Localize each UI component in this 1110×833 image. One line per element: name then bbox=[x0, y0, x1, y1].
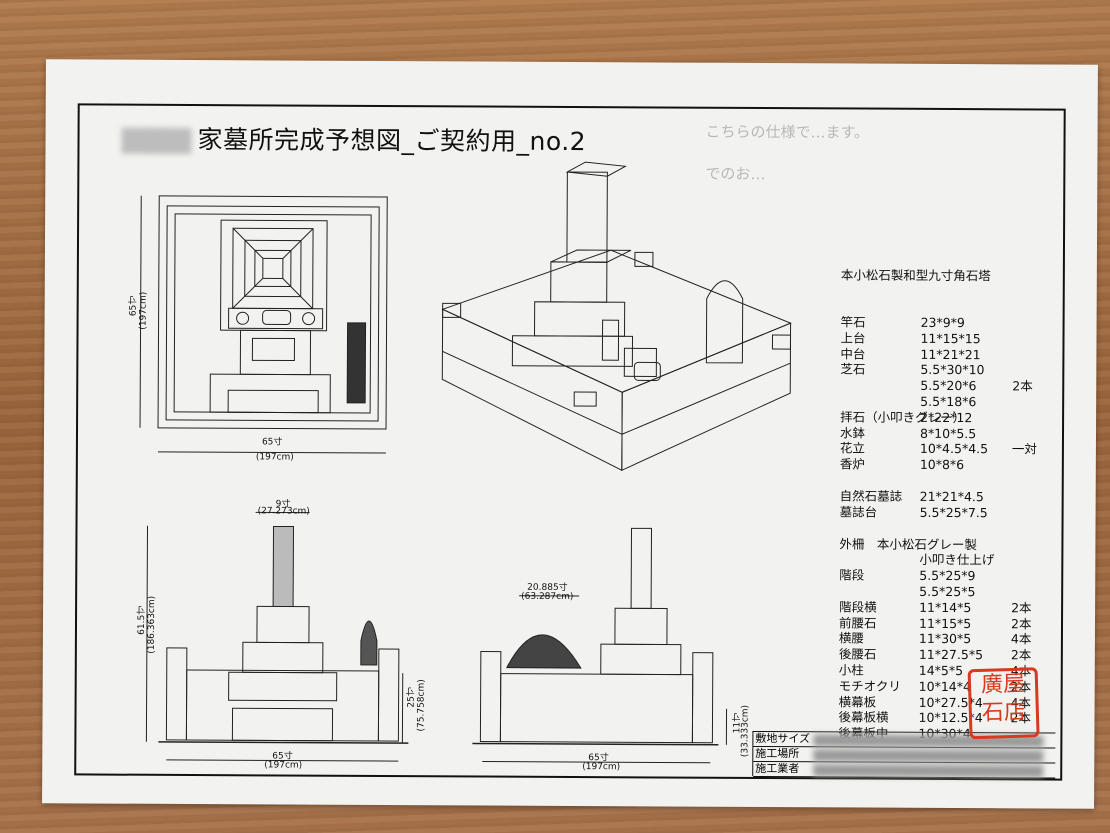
spec-dimensions: 10*8*6 bbox=[919, 456, 965, 473]
plan-width-dim: 65寸 bbox=[261, 437, 283, 448]
side-stone-cm: (63.287cm) bbox=[521, 591, 574, 603]
spec-name: 芝石 bbox=[840, 361, 866, 377]
spec-dimensions: 11*30*5 bbox=[918, 631, 972, 647]
spec-dimensions: 5.5*25*7.5 bbox=[919, 504, 988, 520]
spec-row: 上台 11*15*15 bbox=[840, 330, 1037, 347]
spec-name: 後腰石 bbox=[838, 646, 877, 662]
spec-dimensions: 2*22*12 bbox=[920, 409, 973, 425]
spec-dimensions: 5.5*25*9 bbox=[919, 567, 976, 584]
spec-name: 竿石 bbox=[840, 314, 866, 330]
spec-dimensions: 11*21*21 bbox=[920, 346, 981, 362]
spec-name: 墓誌台 bbox=[839, 504, 878, 520]
drawing-sheet: 家墓所完成予想図_ご契約用_no.2 こちらの仕様で…ます。 でのお… bbox=[42, 59, 1098, 809]
spec-quantity: 一対 bbox=[1011, 441, 1037, 457]
spec-name: 中台 bbox=[840, 345, 866, 362]
location-label: 施工場所 bbox=[755, 746, 800, 761]
spec-row: 前腰石 11*15*5 2本 bbox=[839, 615, 1036, 632]
site-size-label: 敷地サイズ bbox=[755, 731, 811, 746]
spec-dimensions: 11*15*15 bbox=[920, 330, 981, 346]
spec-row: 自然石墓誌 21*21*4.5 bbox=[840, 488, 1037, 505]
fence-finish: 小叩き仕上げ bbox=[919, 552, 995, 568]
spec-name: 花立 bbox=[839, 440, 865, 456]
spec-name: 拝石（小叩きグレー） bbox=[840, 409, 966, 425]
spec-row: 拝石（小叩きグレー）2*22*12 bbox=[840, 409, 1037, 426]
fence-spec-header: 外柵 本小松石グレー製 bbox=[839, 535, 977, 552]
front-height-cm: (186.363cm) bbox=[146, 595, 158, 654]
spec-dimensions: 5.5*20*6 bbox=[920, 378, 977, 394]
spec-name: モチオクリ bbox=[838, 678, 901, 694]
spec-row: 中台 11*21*21 bbox=[840, 346, 1037, 363]
front-top-cm: (27.273cm) bbox=[257, 506, 310, 517]
spec-row: 階段 5.5*25*9 bbox=[839, 568, 1036, 585]
spec-name: 上台 bbox=[840, 330, 866, 346]
spec-row: 竿石 23*9*9 bbox=[841, 314, 1038, 331]
spec-name: 小柱 bbox=[838, 662, 864, 678]
spec-name bbox=[839, 583, 919, 599]
spec-dimensions: 21*21*4.5 bbox=[919, 488, 984, 505]
spec-quantity: 2本 bbox=[1010, 615, 1032, 631]
plan-height-cm: (197cm) bbox=[138, 291, 149, 330]
spec-row: 5.5*25*5 bbox=[839, 583, 1036, 600]
title-block-row: 施工場所 bbox=[753, 746, 1056, 764]
spec-row: 後腰石 11*27.5*5 2本 bbox=[839, 647, 1036, 664]
spec-header: 本小松石製和型九寸角石塔 bbox=[840, 267, 991, 283]
contractor-label: 施工業者 bbox=[755, 761, 800, 776]
side-width-cm: (197cm) bbox=[582, 762, 621, 773]
spec-name bbox=[840, 378, 920, 394]
spec-dimensions: 10*4.5*4.5 bbox=[919, 441, 989, 457]
spec-row: 階段横 11*14*5 2本 bbox=[839, 599, 1036, 616]
spec-dimensions: 23*9*9 bbox=[920, 314, 965, 331]
spec-dimensions: 11*15*5 bbox=[918, 615, 972, 631]
spec-row: 花立 10*4.5*4.5 一対 bbox=[840, 441, 1037, 458]
spec-row: 芝石 5.5*30*10 bbox=[840, 362, 1037, 379]
spec-row: 墓誌台 5.5*25*7.5 bbox=[840, 504, 1037, 521]
spec-dimensions: 5.5*18*6 bbox=[920, 393, 977, 410]
spec-row: 水鉢 8*10*5.5 bbox=[840, 425, 1037, 442]
spec-name: 後幕板横 bbox=[838, 709, 889, 725]
spec-dimensions: 5.5*30*10 bbox=[920, 362, 985, 378]
front-view bbox=[145, 511, 409, 762]
plan-width-cm: (197cm) bbox=[255, 452, 294, 463]
isometric-view bbox=[441, 161, 792, 472]
spec-quantity: 2本 bbox=[1012, 378, 1033, 394]
side-view bbox=[472, 527, 728, 764]
cad-drawings bbox=[139, 161, 792, 764]
specification-list: 本小松石製和型九寸角石塔 竿石 23*9*9 上台 11*15*15 中台 11*21*2… bbox=[838, 235, 1038, 742]
front-width-cm: (197cm) bbox=[264, 760, 303, 771]
spec-name: 香炉 bbox=[839, 456, 865, 472]
redacted-value bbox=[813, 749, 1044, 763]
title-block-row: 施工業者 bbox=[753, 761, 1056, 779]
spec-row: 香炉 10*8*6 bbox=[840, 457, 1037, 474]
spec-quantity: 2本 bbox=[1010, 647, 1032, 663]
plan-view bbox=[139, 195, 388, 454]
spec-name: 自然石墓誌 bbox=[839, 488, 903, 504]
spec-quantity: 2本 bbox=[1011, 600, 1032, 616]
spec-name: 水鉢 bbox=[839, 424, 866, 441]
spec-dimensions: 5.5*25*5 bbox=[919, 583, 976, 600]
spec-dimensions: 11*27.5*5 bbox=[918, 646, 984, 663]
spec-name: 横腰 bbox=[838, 630, 864, 646]
redacted-value bbox=[813, 764, 1044, 778]
spec-dimensions: 8*10*5.5 bbox=[919, 425, 977, 441]
spec-name: 前腰石 bbox=[838, 614, 877, 631]
side-height-cm: (33.333cm) bbox=[740, 704, 751, 758]
spec-row: 5.5*18*6 bbox=[840, 393, 1037, 410]
spec-row: 横腰 11*30*5 4本 bbox=[839, 631, 1036, 648]
spec-name: 階段横 bbox=[839, 599, 877, 615]
spec-name: 横幕板 bbox=[838, 693, 877, 710]
company-seal: 廣屋 石店 bbox=[967, 667, 1040, 740]
spec-name bbox=[840, 393, 920, 409]
front-fence-height-cm: (75.758cm) bbox=[416, 679, 427, 732]
spec-dimensions: 11*14*5 bbox=[919, 599, 972, 615]
spec-row: 5.5*20*6 2本 bbox=[840, 378, 1037, 395]
spec-quantity: 4本 bbox=[1010, 631, 1032, 647]
spec-name: 階段 bbox=[839, 567, 865, 583]
